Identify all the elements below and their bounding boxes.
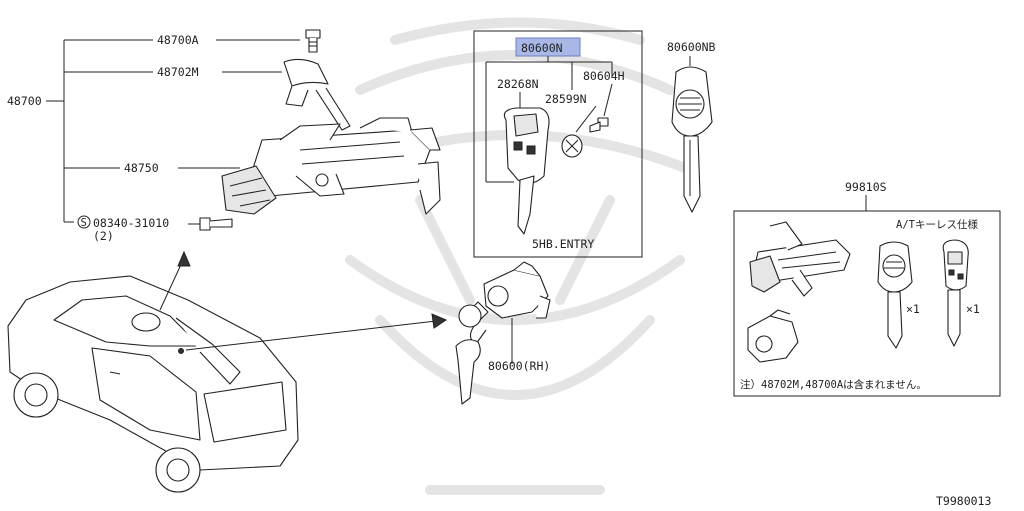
cap-bolt <box>305 29 321 53</box>
key-set-box: 80600N 28268N 80604H 28599N 5HB.ENTRY <box>473 30 643 258</box>
label-99810S: 99810S <box>845 180 887 194</box>
label-28268N: 28268N <box>497 77 539 91</box>
label-80604H: 80604H <box>583 69 625 83</box>
lock-set-box: 99810S A/Tキーレス仕様 ×1 <box>733 180 1001 397</box>
standard-part-symbol: S <box>81 217 87 229</box>
label-48750: 48750 <box>124 161 159 175</box>
label-80600N: 80600N <box>521 41 563 55</box>
key-set-frame <box>473 30 643 258</box>
watermark-emblem <box>335 17 695 495</box>
label-5hb-entry: 5HB.ENTRY <box>532 237 594 251</box>
remote-screw <box>589 117 609 133</box>
label-lock-set-spec: A/Tキーレス仕様 <box>896 218 978 231</box>
mount-screw <box>199 217 233 231</box>
label-48700: 48700 <box>7 94 42 108</box>
fuel-lid <box>131 312 161 332</box>
door-handle-point <box>178 348 184 354</box>
standard-part-circle <box>77 215 91 229</box>
drawing-code: T9980013 <box>936 494 991 508</box>
lock-cylinder-body <box>221 117 441 215</box>
label-80600NB: 80600NB <box>667 40 716 54</box>
label-48702M: 48702M <box>157 65 199 79</box>
lock-set-frame <box>733 210 1001 397</box>
ignition-cylinder-group: 48700 48700A 48702M 48750 S 08340-31010 … <box>7 29 441 243</box>
pointer-arrows <box>159 250 448 351</box>
set-ignition-cylinder <box>749 221 851 297</box>
label-lock-set-note: 注）48702M,48700Aは含まれません。 <box>740 378 927 391</box>
battery-coin <box>561 134 583 158</box>
blank-key: 80600NB <box>667 40 716 213</box>
set-plain-key <box>877 241 913 349</box>
set-door-cylinder <box>747 309 799 363</box>
label-80600RH: 80600(RH) <box>488 359 550 373</box>
label-screw-qty: (2) <box>93 229 114 243</box>
door-lock-cylinder: 80600(RH) <box>455 261 551 405</box>
remote-key <box>503 107 550 235</box>
label-28599N: 28599N <box>545 92 587 106</box>
label-08340-31010: 08340-31010 <box>93 216 169 230</box>
label-qty-key: ×1 <box>906 302 920 316</box>
label-48700A: 48700A <box>157 33 199 47</box>
car-illustration <box>7 275 299 493</box>
set-remote-key <box>942 239 969 347</box>
shroud <box>283 58 351 131</box>
label-qty-remote: ×1 <box>966 302 980 316</box>
